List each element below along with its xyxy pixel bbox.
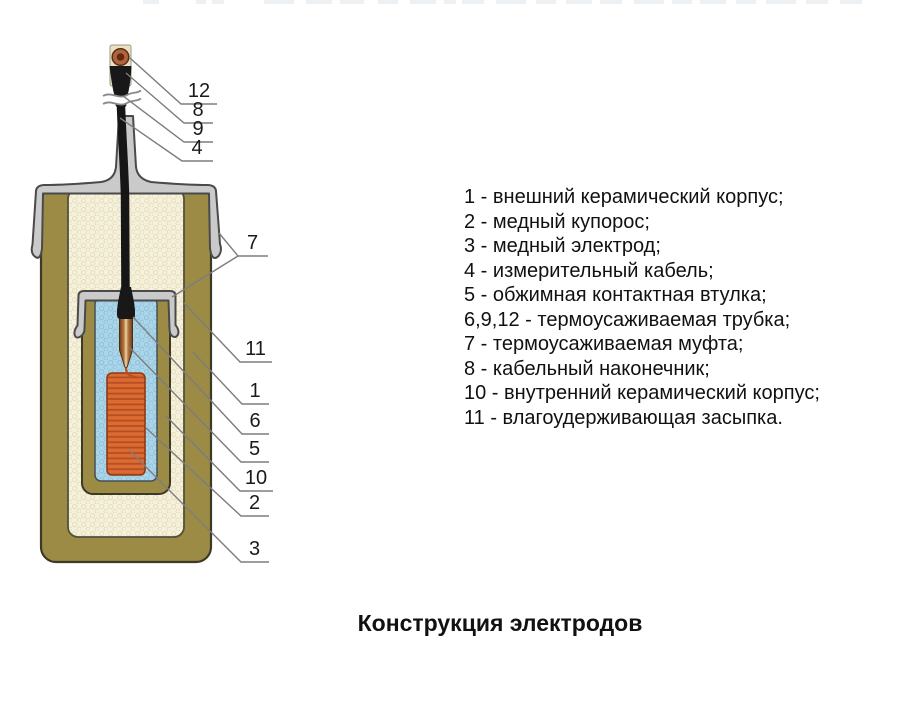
- cable-lug-hole: [116, 53, 125, 61]
- figure-title: Конструкция электродов: [357, 610, 643, 636]
- legend-item: 8 - кабельный наконечник;: [464, 357, 710, 380]
- contact-sleeve: [119, 317, 133, 369]
- callout-label-3: 3: [248, 538, 261, 560]
- cropped-text-artifacts: [143, 0, 862, 4]
- leader-line-5: [128, 346, 269, 463]
- callout-label-8: 8: [192, 99, 204, 121]
- legend-item: 7 - термоусаживаемая муфта;: [464, 333, 744, 355]
- legend-item: 2 - медный купорос;: [464, 210, 650, 233]
- legend-item: 3 - медный электрод;: [464, 235, 661, 257]
- heat-shrink-tube-6: [117, 287, 135, 319]
- callout-label-2: 2: [248, 492, 261, 514]
- callout-label-10: 10: [244, 467, 268, 489]
- callout-label-5: 5: [248, 438, 261, 460]
- callout-label-4: 4: [191, 137, 203, 159]
- leader-line-11: [183, 302, 272, 363]
- callout-label-9: 9: [192, 118, 204, 140]
- callout-label-11: 11: [245, 338, 266, 360]
- leader-line-10: [165, 415, 273, 492]
- legend-item: 6,9,12 - термоусаживаемая трубка;: [464, 308, 791, 331]
- leader-line-3: [128, 449, 269, 563]
- leader-line-9: [122, 95, 213, 143]
- legend-item: 4 - измерительный кабель;: [464, 259, 714, 282]
- legend-item: 1 - внешний керамический корпус;: [464, 186, 784, 208]
- leader-lines: [119, 57, 273, 563]
- legend-item: 11 - влагоудерживающая засыпка.: [464, 406, 783, 429]
- leader-line-4: [119, 117, 213, 162]
- legend-item: 10 - внутренний керамический корпус;: [464, 382, 820, 404]
- leader-line-7b: [171, 255, 239, 298]
- leader-line-1: [192, 351, 269, 405]
- leader-line-8: [125, 72, 213, 124]
- leader-line-12: [129, 57, 217, 105]
- callout-label-6: 6: [249, 410, 261, 432]
- callout-label-12: 12: [187, 80, 211, 102]
- callout-label-7: 7: [246, 232, 259, 254]
- legend: 1 - внешний керамический корпус; 2 - мед…: [464, 185, 820, 430]
- callout-label-1: 1: [249, 380, 261, 402]
- electrode-wire: [124, 367, 138, 379]
- leader-line-2: [145, 427, 269, 517]
- legend-item: 5 - обжимная контактная втулка;: [464, 284, 767, 306]
- leader-line-6: [132, 316, 269, 435]
